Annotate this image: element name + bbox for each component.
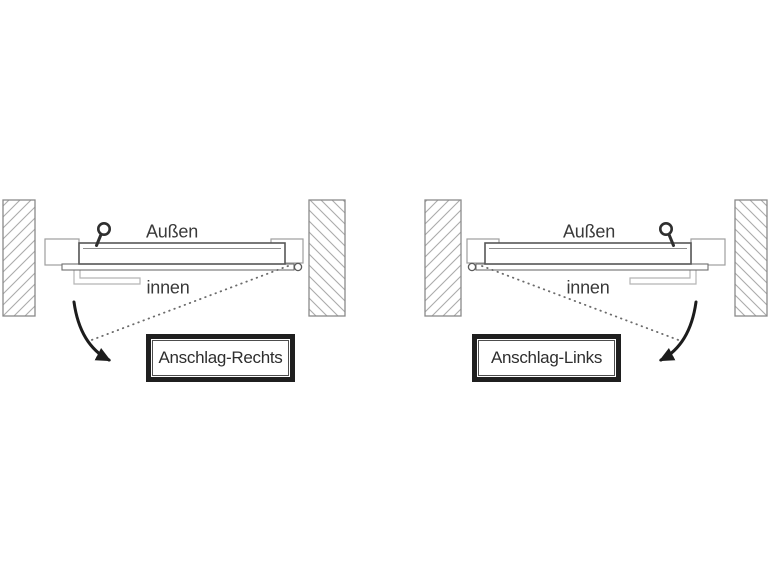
door-leaf: [484, 242, 692, 265]
door-sill-strip: [61, 263, 295, 271]
door-handle-stem: [667, 233, 675, 247]
frame-block-handle-side: [690, 238, 726, 266]
hinge-pin-icon: [293, 262, 303, 272]
swing-arrow-icon: [658, 300, 698, 362]
outside-label: Außen: [562, 221, 616, 242]
caption-box-anschlag-rechts: Anschlag-Rechts: [146, 334, 295, 382]
closer-bracket-icon: [73, 264, 141, 285]
door-handle-icon: [97, 222, 112, 237]
swing-path-dotted-line: [88, 265, 289, 342]
inside-label: innen: [566, 277, 610, 298]
door-leaf: [78, 242, 286, 265]
caption-text: Anschlag-Rechts: [158, 348, 283, 367]
diagram-left-hinged: [424, 199, 768, 362]
closer-bracket-icon: [629, 264, 697, 285]
hinge-pin-icon: [467, 262, 477, 272]
caption-box-anschlag-links: Anschlag-Links: [472, 334, 621, 382]
outside-label: Außen: [145, 221, 199, 242]
wall-left-hatched: [424, 199, 462, 317]
wall-right-hatched: [734, 199, 768, 317]
diagram-right-hinged: [2, 199, 346, 362]
swing-arrow-icon: [72, 300, 112, 362]
door-handle-icon: [658, 222, 673, 237]
frame-block-handle-side: [44, 238, 80, 266]
wall-left-hatched: [2, 199, 36, 317]
door-sill-strip: [475, 263, 709, 271]
swing-path-dotted-line: [481, 265, 682, 342]
inside-label: innen: [146, 277, 190, 298]
caption-text: Anschlag-Links: [490, 348, 603, 367]
door-handle-stem: [95, 233, 103, 247]
wall-right-hatched: [308, 199, 346, 317]
